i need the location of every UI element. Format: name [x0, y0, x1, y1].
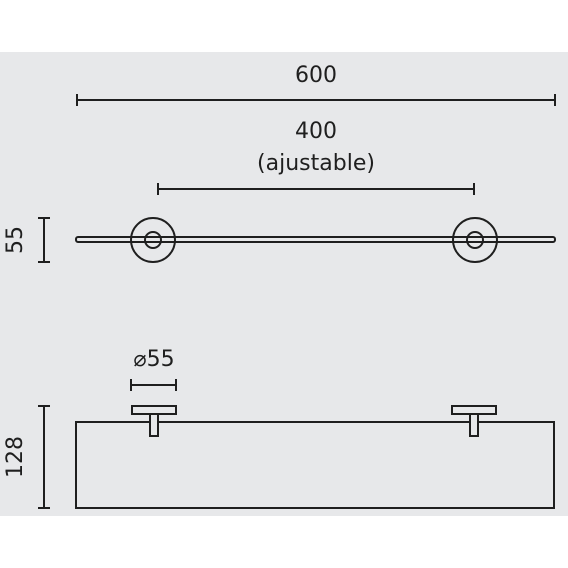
label-diameter-55: ⌀55 — [133, 347, 174, 372]
label-600: 600 — [295, 63, 337, 88]
label-adjustable: (ajustable) — [257, 151, 375, 176]
left-bracket-top — [130, 217, 176, 263]
left-bracket-front — [131, 405, 177, 437]
right-bracket-top — [452, 217, 498, 263]
top-view — [38, 94, 556, 263]
glass-shelf-front — [75, 421, 555, 509]
dimension-diameter-55 — [130, 379, 177, 391]
right-bracket-front — [451, 405, 497, 437]
front-view — [38, 379, 555, 509]
dimension-55-depth — [38, 217, 50, 263]
glass-shelf-top — [75, 236, 556, 243]
drawing-background — [0, 52, 568, 516]
dimension-128 — [38, 405, 50, 509]
dimension-400 — [157, 183, 475, 195]
dimension-600 — [76, 94, 556, 106]
label-height-128: 128 — [3, 436, 28, 478]
label-400: 400 — [295, 119, 337, 144]
label-depth-55: 55 — [3, 226, 28, 254]
